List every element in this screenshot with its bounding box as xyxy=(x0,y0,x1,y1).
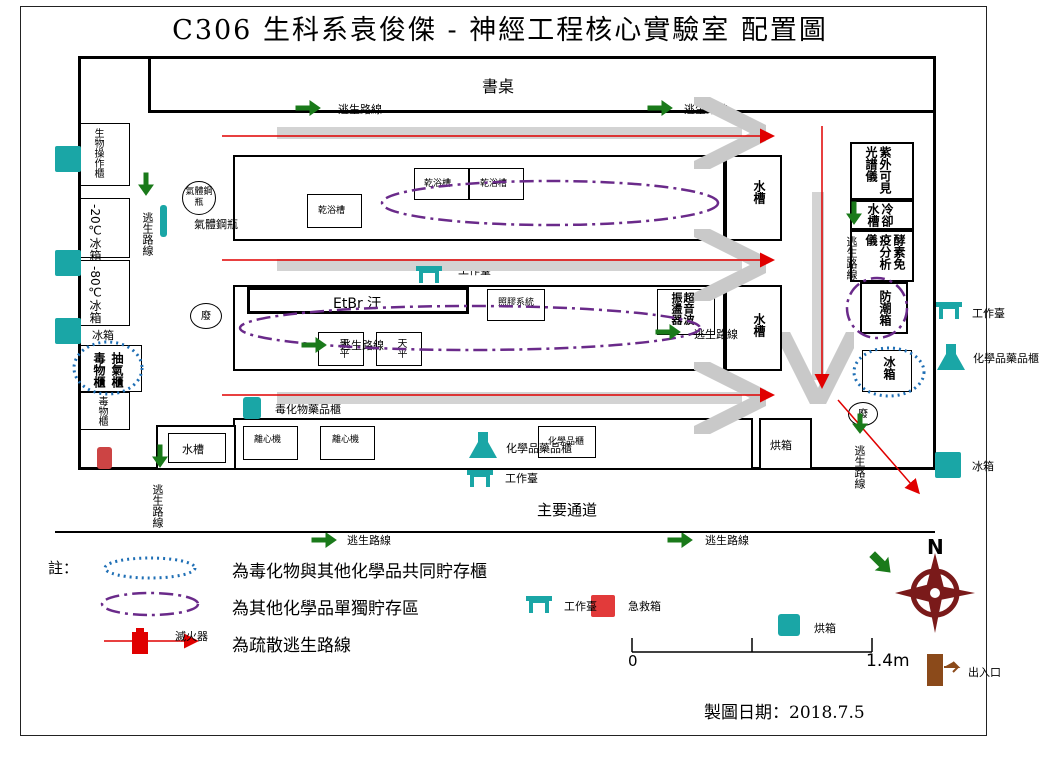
fridge-label-right: 冰箱 xyxy=(972,460,994,473)
escape-label-bottom-1: 逃生路線 xyxy=(347,534,391,547)
legend-extinguisher-icon xyxy=(132,628,148,654)
gas-cylinder-label: 氣體鋼瓶 xyxy=(194,218,238,231)
centrifuge-2-label: 離心機 xyxy=(332,435,360,445)
upper-sink-label: 水槽 xyxy=(752,180,766,204)
gel-system-label: 照膠系統 xyxy=(498,298,535,308)
escape-label-right-vertical: 逃生路線 xyxy=(845,236,858,280)
toxic-small-label: 毒物櫃 xyxy=(96,396,107,426)
main-corridor-label: 主要通道 xyxy=(537,501,598,519)
uv-spectrometer-label: 紫外可見光譜儀 xyxy=(864,146,892,194)
right-fridge xyxy=(862,350,912,392)
chem-cabinet-box xyxy=(538,426,596,458)
desk xyxy=(148,56,936,113)
exit-icon xyxy=(927,654,961,686)
gray-route-arrows xyxy=(277,133,818,398)
legend-purple-text: 為其他化學品單獨貯存區 xyxy=(232,599,419,619)
centrifuge-1 xyxy=(243,426,298,460)
bio-hood xyxy=(80,123,130,186)
workbench-label-bottom: 工作臺 xyxy=(505,472,538,485)
waste-bin-2: 廢 xyxy=(848,402,878,426)
dry-bath-1-label: 乾浴槽 xyxy=(424,179,452,189)
oven-box xyxy=(759,418,812,470)
blue-toxic-storage xyxy=(72,340,926,398)
legend-purple-symbol xyxy=(100,591,200,617)
fume-hood-label: 抽氣櫃 xyxy=(110,352,124,388)
balance-1-label: 天平 xyxy=(337,338,348,358)
escape-label-left-vertical: 逃生路線 xyxy=(141,212,154,256)
freezer-minus20 xyxy=(80,198,130,258)
elisa-reader-label: 酵素免疫分析儀 xyxy=(864,234,906,270)
legend-blue-symbol xyxy=(103,556,197,580)
legend-oven-label: 烘箱 xyxy=(814,622,836,635)
bio-hood-label: 生物操作櫃 xyxy=(92,128,103,178)
workbench-label-right: 工作臺 xyxy=(972,307,1005,320)
balance-1 xyxy=(318,332,364,366)
freezer-minus20-label: -20℃冰箱 xyxy=(88,204,102,262)
map-title: C306 生科系袁俊傑 - 神經工程核心實驗室 配置圖 xyxy=(172,15,828,46)
lower-sink xyxy=(168,433,226,463)
legend-note: 註： xyxy=(48,559,79,577)
uv-spectrometer xyxy=(850,142,914,200)
compass-north: N xyxy=(927,535,944,559)
escape-label-mid-2: 逃生路線 xyxy=(694,328,738,341)
dry-bath-2-label: 乾浴槽 xyxy=(480,179,508,189)
legend-red-text: 為疏散逃生路線 xyxy=(232,636,351,656)
legend-workbench-label: 工作臺 xyxy=(564,600,597,613)
lower-sink-label: 水槽 xyxy=(182,443,204,456)
map-frame xyxy=(20,6,987,736)
gel-system xyxy=(487,289,545,321)
toxic-chem-cabinet-label: 毒化物藥品櫃 xyxy=(275,403,341,416)
chem-cabinet-mid-label: 化學品藥品櫃 xyxy=(506,442,572,455)
centrifuge-2 xyxy=(320,426,375,460)
freezer-minus80-label: -80℃冰箱 xyxy=(88,266,102,324)
red-route-arrows xyxy=(222,126,920,495)
legend-exit-label: 出入口 xyxy=(968,666,1001,679)
extinguisher-icon xyxy=(97,447,112,469)
cooling-sink-label: 冷卻水槽 xyxy=(866,203,894,227)
etbr-area xyxy=(247,287,469,314)
drawing-date: 製圖日期：2018.7.5 xyxy=(704,703,865,723)
toxic-small-cabinet xyxy=(80,392,130,430)
scale-max: 1.4m xyxy=(866,651,910,671)
legend-first-aid-label: 急救箱 xyxy=(628,600,661,613)
freezer-label: 冰箱 xyxy=(92,329,114,342)
toxic-cabinet-label: 毒物櫃 xyxy=(92,352,106,388)
chem-cabinet-label-right: 化學品藥品櫃 xyxy=(973,352,1039,365)
middle-sink-label: 水槽 xyxy=(752,313,766,337)
chem-cabinet-box-label: 化學品櫃 xyxy=(548,437,585,447)
freezer-minus80 xyxy=(80,260,130,326)
escape-label-bottom-left-vertical: 逃生路線 xyxy=(151,484,164,528)
waste-bin-1: 廢 xyxy=(190,303,222,329)
compass-rose xyxy=(895,553,975,633)
moisture-cabinet-label: 防潮箱 xyxy=(878,290,892,326)
purple-storage-areas xyxy=(238,179,909,352)
legend-blue-text: 為毒化物與其他化學品共同貯存櫃 xyxy=(232,562,487,582)
legend-extinguisher-label: 滅火器 xyxy=(175,630,208,643)
right-fridge-label: 冰箱 xyxy=(882,356,896,380)
teal-icons xyxy=(55,146,965,636)
centrifuge-1-label: 離心機 xyxy=(254,435,282,445)
green-arrows xyxy=(138,100,891,573)
scale-zero: 0 xyxy=(628,652,638,670)
escape-label-top-1: 逃生路線 xyxy=(338,103,382,116)
gas-cylinder: 氣體鋼瓶 xyxy=(182,181,216,215)
escape-label-bottom-2: 逃生路線 xyxy=(705,534,749,547)
desk-label: 書桌 xyxy=(482,77,515,96)
dry-bath-3-label: 乾浴槽 xyxy=(318,206,346,216)
scale-bar xyxy=(631,638,873,653)
dry-bath-3 xyxy=(307,194,362,228)
first-aid-icon xyxy=(591,595,615,617)
elisa-reader xyxy=(850,230,914,282)
oven-box-label: 烘箱 xyxy=(770,439,792,452)
escape-label-bottom-right-vertical: 逃生路線 xyxy=(853,445,866,489)
